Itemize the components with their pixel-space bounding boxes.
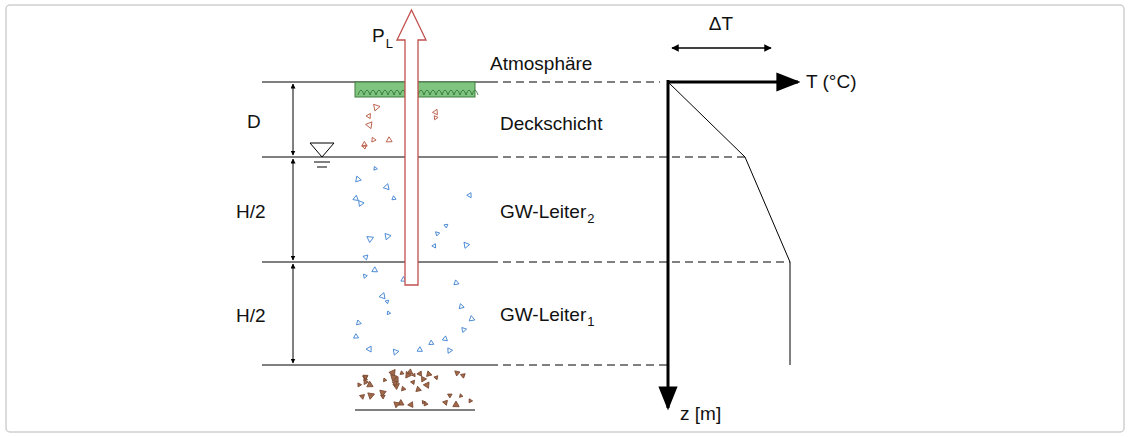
dimension-label: H/2 <box>236 202 266 221</box>
layer-lines <box>262 82 490 410</box>
layer-subscript: 2 <box>587 212 594 225</box>
water-table-symbol <box>310 143 334 167</box>
frame <box>6 5 1124 432</box>
layer-name: Deckschicht <box>500 114 602 133</box>
layer-subscript: 1 <box>587 315 594 328</box>
delta-t-label: ΔT <box>709 14 733 33</box>
temperature-profile <box>668 82 790 365</box>
layer-name: GW-Leiter <box>500 202 586 221</box>
dimension-label: H/2 <box>236 306 266 325</box>
axis-label: z [m] <box>680 404 721 423</box>
axis-label: T (°C) <box>806 72 857 91</box>
dashed-lines <box>490 82 790 365</box>
flux-subscript: L <box>386 37 393 50</box>
heat-flux-arrow <box>397 10 426 285</box>
temperature-axes <box>668 48 798 408</box>
dimension-lines <box>293 84 294 363</box>
layer-name: GW-Leiter <box>500 305 586 324</box>
flux-symbol: P <box>372 26 385 45</box>
dimension-label: D <box>247 112 261 131</box>
layer-name: Atmosphäre <box>490 54 592 73</box>
